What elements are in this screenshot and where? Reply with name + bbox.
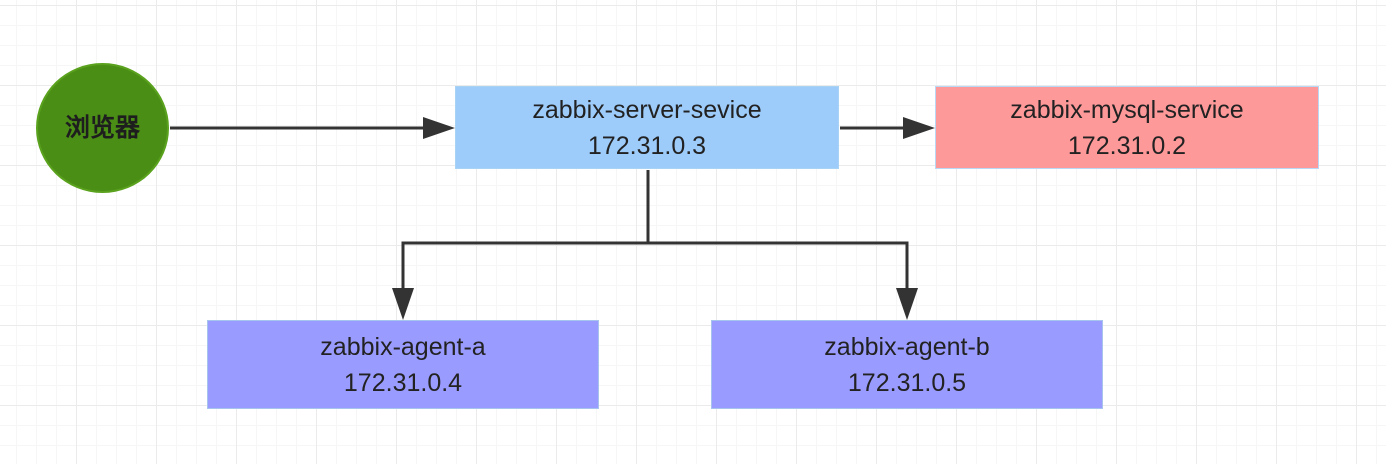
agent-a-name: zabbix-agent-a [320, 332, 486, 361]
arrowhead-agent-a [392, 288, 414, 320]
server-node: zabbix-server-sevice 172.31.0.3 [455, 86, 839, 169]
agent-b-name: zabbix-agent-b [824, 332, 990, 361]
mysql-ip: 172.31.0.2 [1067, 131, 1187, 160]
server-ip: 172.31.0.3 [587, 131, 707, 160]
edge-to-agent-a [401, 241, 648, 298]
browser-node: 浏览器 [36, 63, 169, 193]
arrowhead-mysql [903, 117, 935, 139]
mysql-node: zabbix-mysql-service 172.31.0.2 [935, 86, 1319, 169]
arrowhead-agent-b [896, 288, 918, 320]
server-name: zabbix-server-sevice [532, 95, 762, 124]
browser-label: 浏览器 [64, 114, 140, 142]
mysql-name: zabbix-mysql-service [1010, 95, 1244, 124]
agent-a-node: zabbix-agent-a 172.31.0.4 [207, 320, 599, 409]
agent-b-node: zabbix-agent-b 172.31.0.5 [711, 320, 1103, 409]
agent-b-ip: 172.31.0.5 [847, 368, 967, 397]
arrowhead-server [423, 117, 455, 139]
edge-to-agent-b [648, 241, 909, 298]
agent-a-ip: 172.31.0.4 [343, 368, 463, 397]
